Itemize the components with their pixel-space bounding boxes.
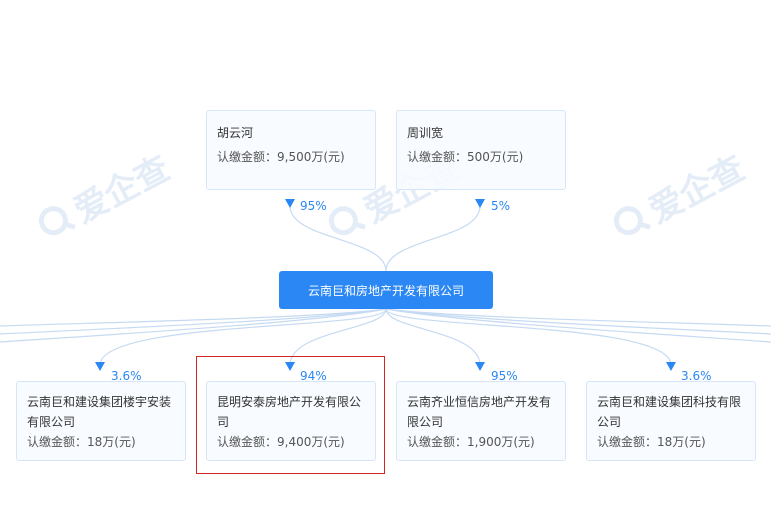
investment-name: 云南齐业恒信房地产开发有限公司 [407, 395, 552, 429]
shareholder-name: 周训宽 [407, 126, 444, 140]
shareholder-node[interactable]: 周训宽 认缴金额：500万(元) [396, 110, 566, 190]
investment-name: 昆明安泰房地产开发有限公司 [217, 395, 362, 429]
connector-line [385, 205, 481, 272]
investment-name: 云南巨和建设集团楼宇安装有限公司 [27, 395, 172, 429]
connector-line [385, 308, 481, 366]
investment-node[interactable]: 云南巨和建设集团楼宇安装有限公司 认缴金额：18万(元) [16, 381, 186, 461]
investment-percent: 94% [300, 369, 327, 383]
investment-name: 云南巨和建设集团科技有限公司 [597, 395, 742, 429]
investment-node[interactable]: 云南齐业恒信房地产开发有限公司 认缴金额：1,900万(元) [396, 381, 566, 461]
investment-amount: 认缴金额：18万(元) [597, 435, 706, 449]
arrow-icon [285, 362, 295, 371]
investment-percent: 3.6% [681, 369, 712, 383]
arrow-icon [475, 199, 485, 208]
arrow-icon [285, 199, 295, 208]
connector-line [99, 308, 387, 366]
connector-line [0, 308, 387, 327]
highlight-box [196, 356, 385, 474]
connector-line [0, 308, 387, 335]
investment-percent: 3.6% [111, 369, 142, 383]
arrow-icon [95, 362, 105, 371]
connector-line [385, 308, 672, 366]
connector-line [385, 308, 771, 343]
shareholder-name: 胡云河 [217, 126, 254, 140]
shareholder-amount: 认缴金额：500万(元) [407, 150, 524, 164]
connector-line [289, 308, 387, 366]
investment-amount: 认缴金额：9,400万(元) [217, 435, 345, 449]
investment-amount: 认缴金额：18万(元) [27, 435, 136, 449]
investment-percent: 95% [491, 369, 518, 383]
investment-amount: 认缴金额：1,900万(元) [407, 435, 535, 449]
shareholder-node[interactable]: 胡云河 认缴金额：9,500万(元) [206, 110, 376, 190]
shareholder-percent: 5% [491, 199, 511, 213]
arrow-icon [666, 362, 676, 371]
shareholder-percent: 95% [300, 199, 327, 213]
connector-line [385, 308, 771, 335]
connector-line [0, 308, 387, 343]
connector-line [289, 205, 387, 272]
connector-line [385, 308, 771, 327]
arrow-icon [475, 362, 485, 371]
investment-node[interactable]: 昆明安泰房地产开发有限公司 认缴金额：9,400万(元) [206, 381, 376, 461]
investment-node[interactable]: 云南巨和建设集团科技有限公司 认缴金额：18万(元) [586, 381, 756, 461]
company-node[interactable]: 云南巨和房地产开发有限公司 [279, 271, 493, 309]
shareholder-amount: 认缴金额：9,500万(元) [217, 150, 345, 164]
